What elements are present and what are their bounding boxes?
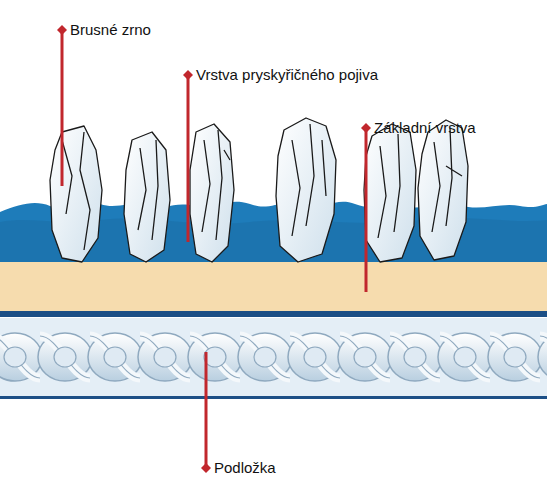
backing-edge: [0, 396, 547, 399]
braid-loop: [488, 333, 542, 381]
braid-hole: [54, 347, 76, 367]
braid-strand: [0, 336, 40, 378]
braid-strand: [240, 336, 290, 378]
grain: [50, 126, 102, 262]
leader-line: [187, 75, 190, 242]
braid-strand: [40, 336, 90, 378]
braid-hole: [454, 347, 476, 367]
leader-dot: [361, 123, 371, 133]
braid-strand-edge: [240, 336, 290, 378]
braid-hole: [104, 347, 126, 367]
braid-strand-edge: [390, 336, 440, 378]
braid-loop: [0, 333, 42, 381]
grain-facet: [432, 128, 462, 232]
braid-strand-edge: [340, 336, 390, 378]
braid-strand: [190, 336, 240, 378]
braid-hole: [354, 347, 376, 367]
part-label: Brusné zrno: [70, 21, 151, 39]
braid-strand-edge: [140, 336, 190, 378]
braid-strand-edge: [90, 336, 140, 378]
grain-facet: [138, 140, 158, 240]
leader-dot: [57, 25, 67, 35]
braid-loop: [38, 333, 92, 381]
braid-loop: [338, 333, 392, 381]
braid-loop: [438, 333, 492, 381]
grain: [190, 124, 234, 262]
braid-strand-edge: [0, 336, 40, 378]
base-layer: [0, 258, 547, 312]
braid-strand: [90, 336, 140, 378]
braid-hole: [254, 347, 276, 367]
braid-strand-edge: [290, 336, 340, 378]
braid-strand: [290, 336, 340, 378]
leader-dot: [201, 463, 211, 473]
braid-strand: [540, 336, 547, 378]
grain-facet: [378, 134, 400, 238]
braid-strand: [390, 336, 440, 378]
braid-hole: [4, 347, 26, 367]
braid-loop: [88, 333, 142, 381]
braid-strand: [340, 336, 390, 378]
braid-strand-edge: [440, 336, 490, 378]
braided-backing: [0, 333, 547, 381]
backing-band: [0, 318, 547, 398]
grain: [418, 120, 468, 260]
braid-strand: [140, 336, 190, 378]
braid-loop: [188, 333, 242, 381]
part-label: Podložka: [214, 459, 276, 477]
braid-loop: [138, 333, 192, 381]
leader-line: [205, 352, 208, 468]
grain: [364, 124, 416, 262]
braid-hole: [404, 347, 426, 367]
braid-loop: [388, 333, 442, 381]
braid-loop: [238, 333, 292, 381]
braid-loop: [288, 333, 342, 381]
leader-line: [61, 30, 64, 186]
grain-facet: [62, 132, 90, 250]
leader-lines: [57, 25, 371, 473]
base-edge: [0, 311, 547, 317]
grain-facet: [292, 124, 326, 236]
braid-strand-edge: [490, 336, 540, 378]
braid-hole: [304, 347, 326, 367]
braid-strand: [440, 336, 490, 378]
braid-strand-edge: [40, 336, 90, 378]
leader-dot: [183, 70, 193, 80]
leader-line: [365, 128, 368, 292]
part-label: Vrstva pryskyřičného pojiva: [196, 66, 378, 84]
braid-hole: [504, 347, 526, 367]
grain-facet: [202, 130, 230, 240]
braid-hole: [154, 347, 176, 367]
grain: [276, 118, 336, 262]
braid-strand-edge: [190, 336, 240, 378]
abrasive-grains: [50, 118, 468, 262]
grain: [124, 132, 170, 262]
braid-strand-edge: [540, 336, 547, 378]
braid-strand: [490, 336, 540, 378]
part-label: Základní vrstva: [374, 119, 476, 137]
